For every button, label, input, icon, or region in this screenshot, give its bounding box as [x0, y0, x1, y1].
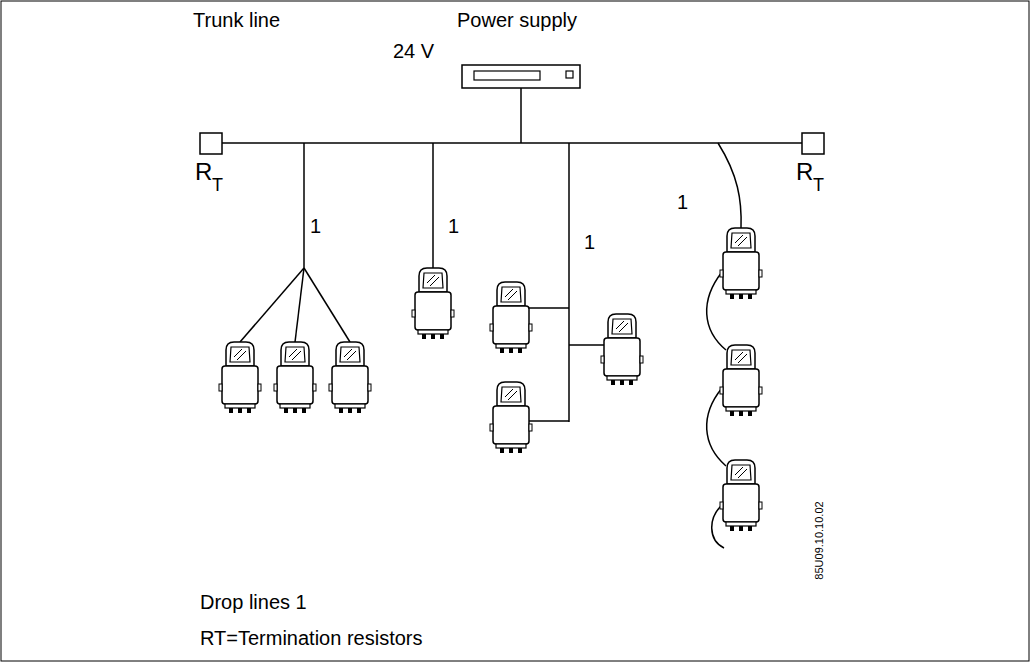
- voltage-value: 24 V: [393, 41, 434, 61]
- note: Drop lines 1: [200, 592, 307, 612]
- callout-number: 1: [584, 232, 595, 252]
- legend-note: RT=Termination resistors: [200, 628, 422, 648]
- callout-number: 1: [310, 216, 321, 236]
- termination-resistor: [200, 133, 824, 154]
- field-device: [219, 228, 762, 531]
- callout-number: 1: [677, 192, 688, 212]
- power-supply: [462, 65, 580, 88]
- bus-wiring: [222, 88, 802, 548]
- resistor-subscript: T: [212, 176, 223, 194]
- heading: Trunk line: [193, 10, 280, 30]
- callout-number: 1: [448, 216, 459, 236]
- drawing-number: 85U09.10.10.02: [814, 501, 825, 579]
- resistor-symbol: R: [796, 160, 813, 184]
- resistor-subscript: T: [813, 176, 824, 194]
- resistor-symbol: R: [195, 160, 212, 184]
- device-name: Power supply: [457, 10, 577, 30]
